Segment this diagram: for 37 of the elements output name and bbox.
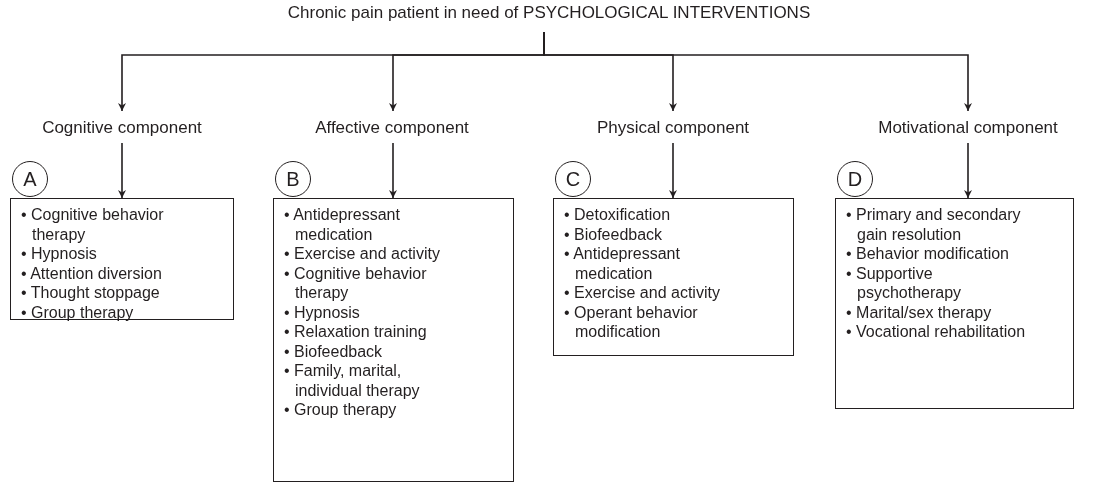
arrow [669,142,677,199]
list-box [553,198,794,356]
component-heading: Motivational component [846,117,1090,139]
list-item: • Supportive psychotherapy [846,263,963,303]
arrow [964,142,972,199]
list-item: • Exercise and activity [564,283,721,303]
component-heading: Affective component [282,117,502,139]
list-item: • Hypnosis [284,302,361,322]
list-item: • Operant behavior modification [564,302,699,342]
list-item: • Hypnosis [21,244,98,264]
arrow [389,142,397,199]
list-item: • Relaxation training [284,322,428,342]
list-item: • Antidepressant medication [564,244,681,283]
list-item: • Exercise and activity [284,244,441,264]
list-item: • Cognitive behavior therapy [284,263,428,303]
list-item: • Biofeedback [284,341,384,361]
title-text: Chronic pain patient in need of PSYCHOLOGICAL INTERVENTIONS [249,2,849,24]
list-item: • Marital/sex therapy [846,302,993,322]
list-item: • Behavior modification [846,244,1010,264]
list-item: • Family, marital, individual therapy [284,361,421,400]
component-heading: Cognitive component [12,117,232,139]
list-box [10,198,234,320]
list-item: • Cognitive behavior therapy [21,205,165,244]
list-item: • Antidepressant medication [284,205,401,244]
list-item: • Vocational rehabilitation [846,322,1026,342]
list-item: • Primary and secondary gain resolution [846,205,1022,244]
arrow [118,142,126,199]
list-item: • Group therapy [21,302,135,322]
list-box [273,198,514,482]
component-heading: Physical component [563,117,783,139]
list-item: • Detoxification [564,205,672,225]
list-item: • Group therapy [284,400,398,420]
list-item: • Thought stoppage [21,283,161,303]
list-item: • Attention diversion [21,263,163,283]
list-item: • Biofeedback [564,224,664,244]
arrow [543,31,972,112]
list-box [835,198,1074,409]
